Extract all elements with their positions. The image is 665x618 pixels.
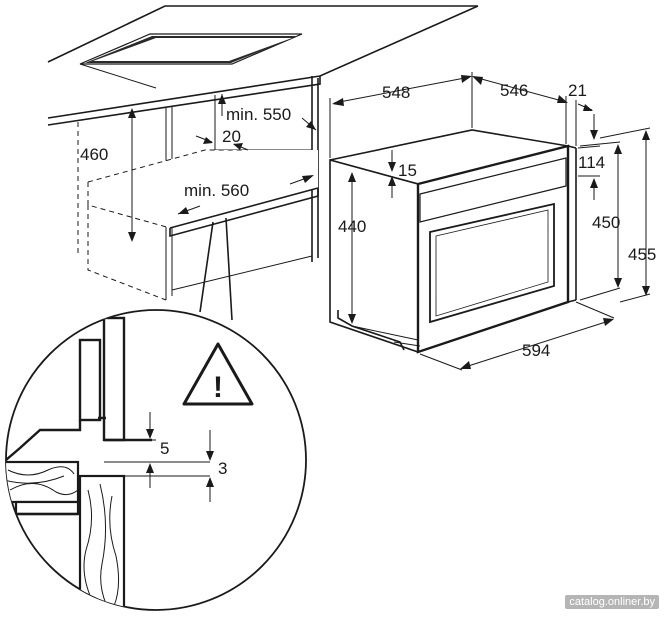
label-460: 460: [80, 145, 108, 164]
dim-15: 15: [388, 150, 417, 198]
dim-min-560: min. 560: [177, 175, 314, 215]
label-546: 546: [500, 81, 528, 100]
dim-455: 455: [599, 127, 656, 303]
dim-440: 440: [338, 172, 366, 324]
label-min-560: min. 560: [184, 181, 249, 200]
watermark: catalog.onliner.by: [565, 595, 659, 609]
label-594: 594: [522, 341, 550, 360]
dim-548: 548: [329, 72, 473, 158]
label-20: 20: [222, 127, 241, 146]
dim-3: 3: [206, 430, 227, 502]
label-5: 5: [160, 439, 169, 458]
cabinet-drawing: 460 min. 550 20 min. 560: [47, 5, 479, 301]
label-21: 21: [568, 81, 587, 100]
dim-594: 594: [419, 301, 615, 371]
dim-20: 20: [195, 127, 249, 151]
oven-drawing: [329, 129, 577, 354]
dim-5: 5: [146, 412, 169, 488]
hob: [79, 33, 303, 89]
label-455: 455: [628, 245, 656, 264]
label-15: 15: [398, 161, 417, 180]
dim-546: 546: [472, 76, 568, 144]
dim-114: 114: [577, 114, 605, 200]
label-3: 3: [218, 459, 227, 478]
dim-min-550: min. 550: [218, 94, 317, 131]
label-min-550: min. 550: [226, 105, 291, 124]
label-440: 440: [338, 217, 366, 236]
dim-21: 21: [568, 81, 593, 146]
warning-icon: !: [182, 342, 254, 406]
warning-symbol: !: [213, 371, 223, 404]
oven-dimensions: 548 546 21 15 440: [329, 72, 656, 371]
label-114: 114: [578, 153, 605, 172]
detail-callout: 5 3 !: [5, 217, 307, 611]
label-548: 548: [382, 83, 410, 102]
dim-450: 450: [579, 141, 622, 301]
dim-460: 460: [80, 108, 136, 242]
label-450: 450: [592, 213, 620, 232]
